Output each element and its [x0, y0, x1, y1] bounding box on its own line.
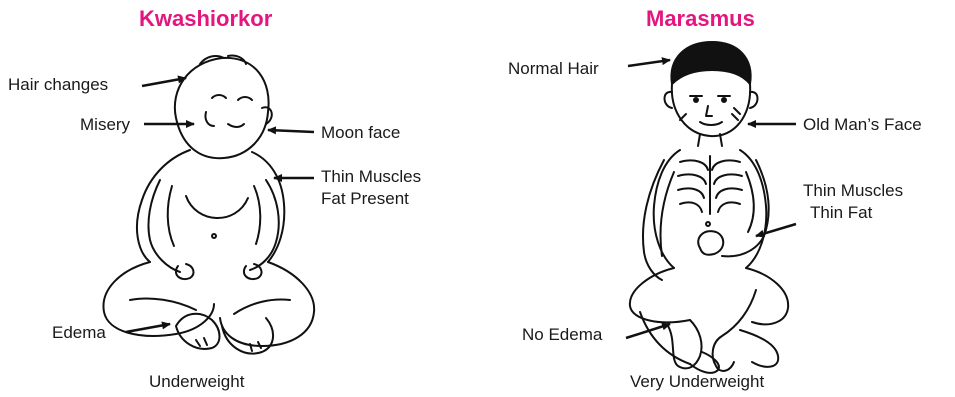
caption-very-underweight: Very Underweight	[630, 372, 764, 392]
kwashiorkor-child-illustration	[103, 55, 314, 353]
caption-underweight: Underweight	[149, 372, 244, 392]
label-thin-muscles: Thin Muscles	[321, 166, 421, 187]
moon-face-arrow	[268, 130, 314, 132]
normal-hair-arrow	[628, 60, 670, 66]
marasmus-child-illustration	[630, 42, 788, 373]
label-moon-face: Moon face	[321, 122, 400, 143]
edema-arrow	[126, 324, 170, 332]
no-edema-arrow	[626, 324, 670, 338]
label-edema: Edema	[52, 322, 106, 343]
thin-fat-arrow	[756, 224, 796, 236]
kwashiorkor-arrows	[126, 78, 314, 332]
label-fat-present: Fat Present	[321, 188, 409, 209]
label-thin-muscles-marasmus: Thin Muscles	[803, 180, 903, 201]
label-thin-fat: Thin Fat	[810, 202, 872, 223]
label-normal-hair: Normal Hair	[508, 58, 599, 79]
label-old-mans-face: Old Man’s Face	[803, 114, 922, 135]
label-hair-changes: Hair changes	[8, 74, 108, 95]
label-no-edema: No Edema	[522, 324, 602, 345]
label-misery: Misery	[80, 114, 130, 135]
